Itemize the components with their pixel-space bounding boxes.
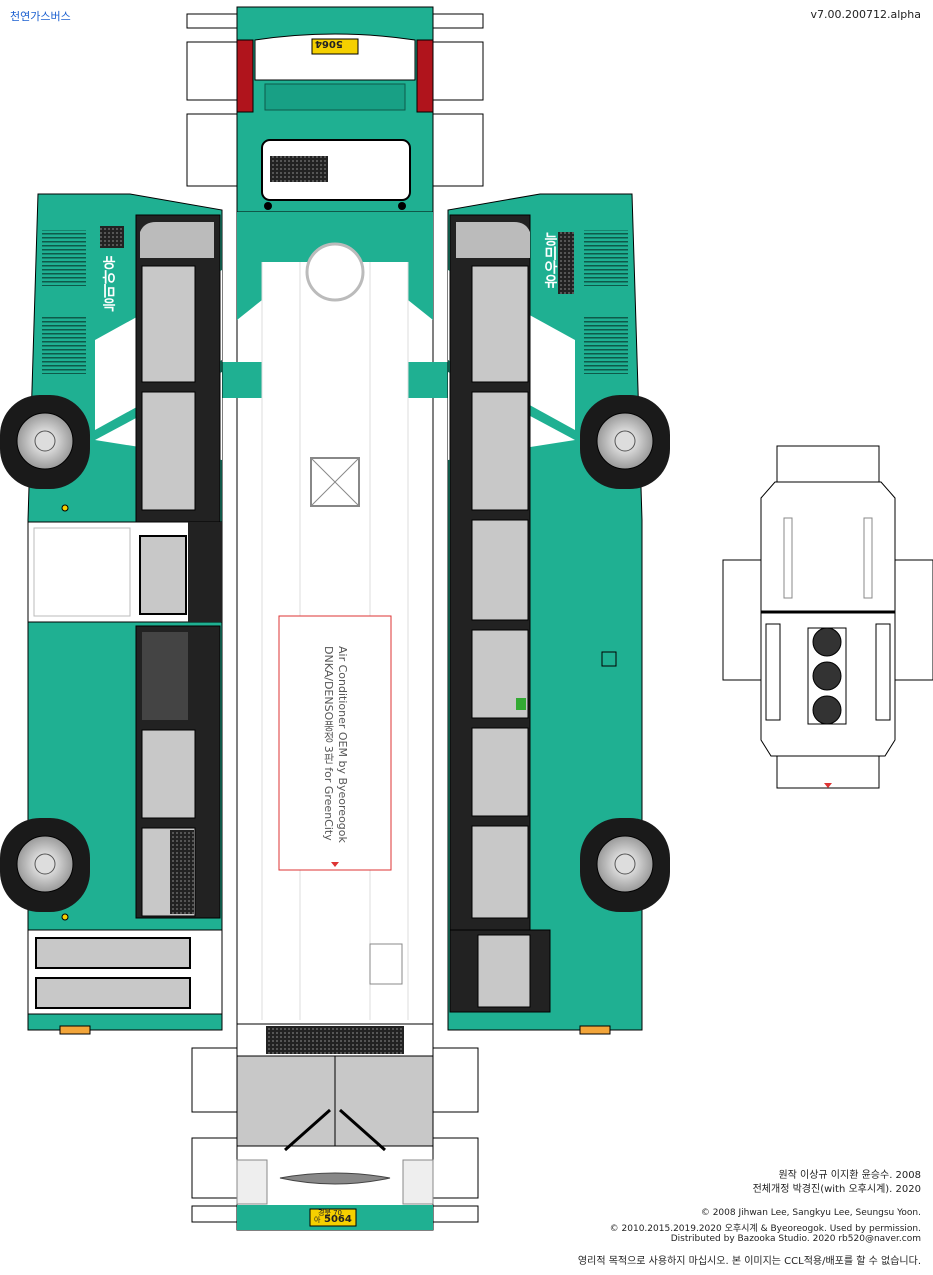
credit-revision: 전체개정 박경진(with 오후시계). 2020 [752, 1184, 921, 1195]
ac-unit-piece [722, 445, 933, 789]
side-text-left: 능미아유 [102, 256, 118, 312]
roof-panel [222, 211, 448, 1025]
front-plate-prefix: 아 [314, 1216, 321, 1224]
ac-label-line1: Air Conditioner OEM by Byeoreogok [336, 646, 349, 843]
ac-label-line2: DNKA/DENSO풍정 3판 for GreenCity [322, 646, 335, 841]
wheel-rear-left [0, 818, 90, 912]
brand-label: 천연가스버스 [10, 10, 71, 23]
front-plate-region: 경북 70 [318, 1209, 343, 1217]
credit-original: 원작 이상규 이지환 윤승수. 2008 [778, 1170, 921, 1181]
wheel-rear-right [580, 818, 670, 912]
usage-notice: 영리적 목적으로 사용하지 마십시오. 본 이미지는 CCL적용/배포를 할 수… [577, 1256, 921, 1267]
credit-copyright-2: © 2010.2015.2019.2020 오후시계 & Byeoreogok.… [609, 1224, 921, 1234]
left-side-panel [0, 193, 223, 1035]
front-plate-number: 5064 [324, 1214, 352, 1225]
credit-copyright-1: © 2008 Jihwan Lee, Sangkyu Lee, Seungsu … [700, 1208, 921, 1218]
side-text-right: 능미아유 [542, 232, 558, 288]
wheel-front-left [0, 395, 90, 489]
front-section [191, 1023, 479, 1231]
rear-section [186, 6, 484, 213]
wheel-front-right [580, 395, 670, 489]
credit-distribution: Distributed by Bazooka Studio. 2020 rb52… [670, 1234, 921, 1244]
rear-plate-number: 5064 [315, 38, 343, 49]
right-side-panel [447, 193, 670, 1035]
version-label: v7.00.200712.alpha [810, 8, 921, 21]
